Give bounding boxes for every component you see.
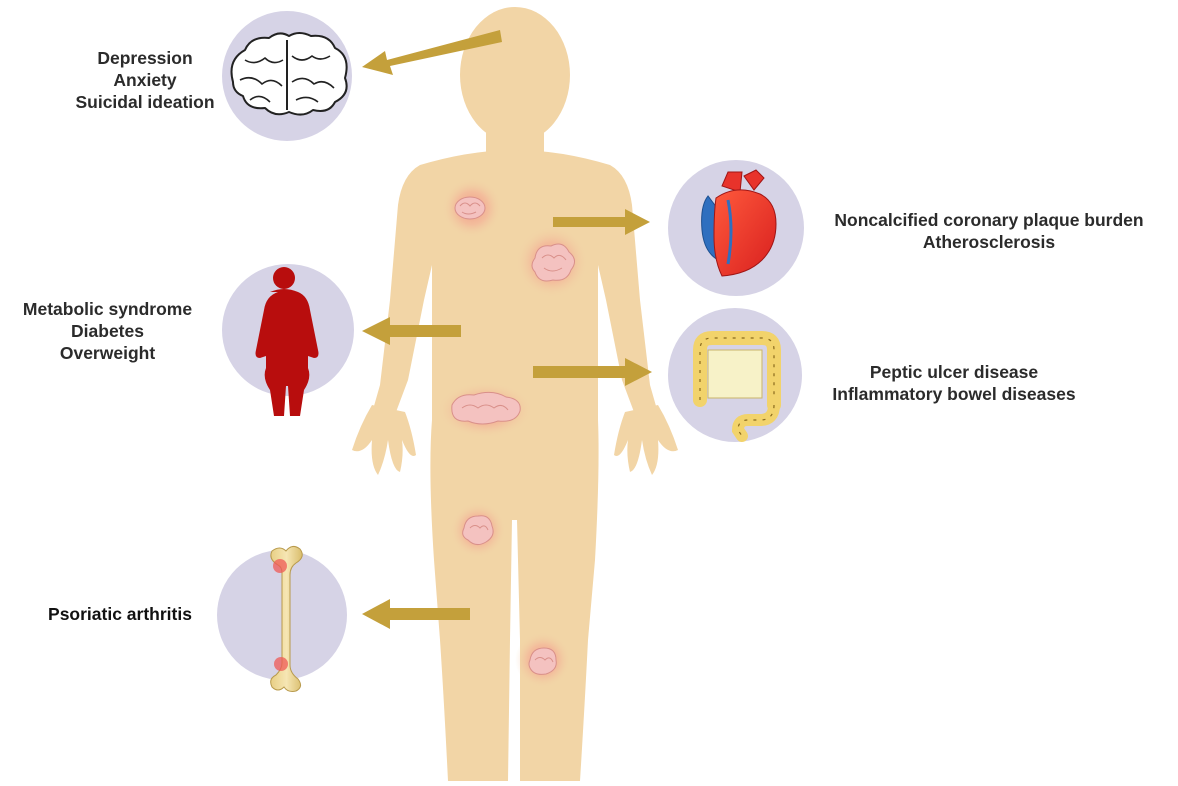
label-coronary-plaque: Noncalcified coronary plaque burden — [808, 209, 1170, 231]
intestine-circle — [668, 308, 802, 442]
heart-circle — [668, 160, 804, 296]
lesion-knee — [515, 632, 571, 688]
gut-comorbidity-label: Peptic ulcer disease Inflammatory bowel … — [808, 361, 1100, 405]
brain-circle — [222, 11, 352, 141]
metabolic-circle — [222, 264, 354, 416]
label-depression: Depression — [70, 47, 220, 69]
bone-circle — [217, 546, 347, 691]
label-suicidal-ideation: Suicidal ideation — [70, 91, 220, 113]
label-atherosclerosis: Atherosclerosis — [808, 231, 1170, 253]
label-metabolic-syndrome: Metabolic syndrome — [5, 298, 210, 320]
brain-comorbidity-label: Depression Anxiety Suicidal ideation — [70, 47, 220, 113]
cardio-comorbidity-label: Noncalcified coronary plaque burden Athe… — [808, 209, 1170, 253]
label-anxiety: Anxiety — [70, 69, 220, 91]
brain-icon — [232, 33, 347, 115]
label-overweight: Overweight — [5, 342, 210, 364]
label-diabetes: Diabetes — [5, 320, 210, 342]
label-psoriatic-arthritis: Psoriatic arthritis — [30, 603, 210, 625]
lesion-chest — [442, 178, 502, 238]
label-peptic-ulcer: Peptic ulcer disease — [808, 361, 1100, 383]
lesion-abdomen-right — [516, 226, 588, 298]
metabolic-comorbidity-label: Metabolic syndrome Diabetes Overweight — [5, 298, 210, 364]
label-ibd: Inflammatory bowel diseases — [808, 383, 1100, 405]
joint-comorbidity-label: Psoriatic arthritis — [30, 603, 210, 625]
lesion-thigh — [450, 502, 506, 558]
lesion-lower-abdomen — [437, 382, 533, 438]
